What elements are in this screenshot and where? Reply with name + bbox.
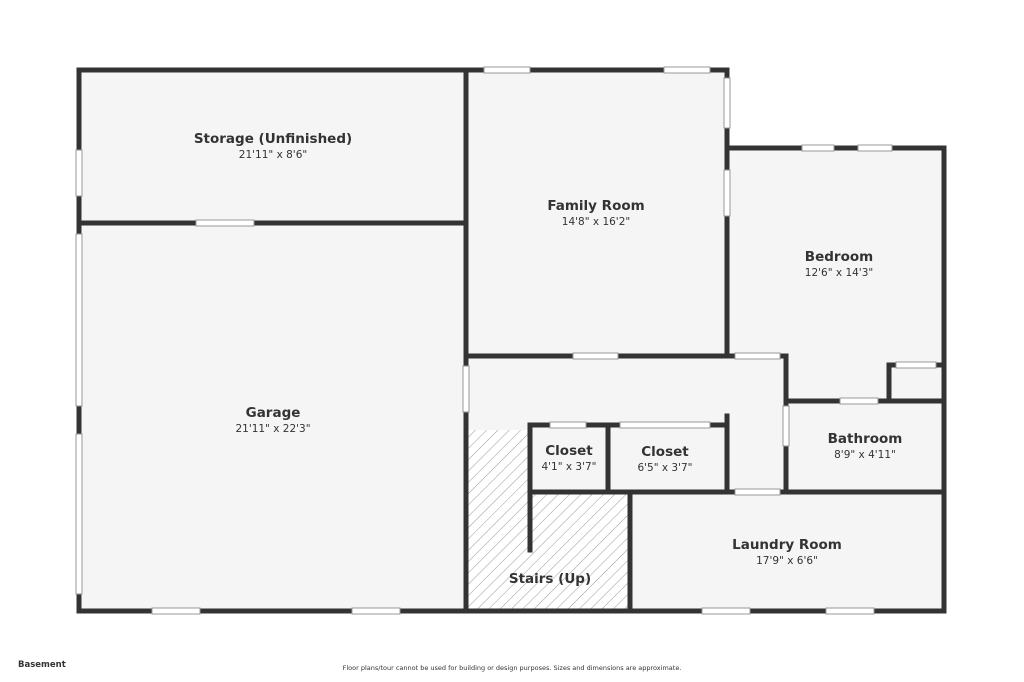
- bedroom-name: Bedroom: [805, 249, 873, 265]
- bathroom-floor: [786, 401, 944, 492]
- closet2-name: Closet: [641, 444, 689, 460]
- family-room-dims: 14'8" x 16'2": [562, 216, 630, 228]
- door-family-hall: [572, 352, 619, 360]
- door-closet1: [549, 421, 587, 429]
- bathroom-name: Bathroom: [828, 431, 903, 447]
- window-family-right-1: [723, 77, 731, 129]
- closet2-dims: 6'5" x 3'7": [637, 462, 692, 474]
- door-closet2: [619, 421, 711, 429]
- storage-name: Storage (Unfinished): [194, 131, 352, 147]
- window-left-3: [75, 433, 83, 595]
- laundry-name: Laundry Room: [732, 537, 842, 553]
- closet1-name: Closet: [545, 443, 593, 459]
- garage-floor: [80, 223, 466, 611]
- window-bottom-1: [151, 607, 201, 615]
- window-bottom-4: [825, 607, 875, 615]
- window-top-2: [663, 66, 711, 74]
- closet1-dims: 4'1" x 3'7": [541, 461, 596, 473]
- bathroom-dims: 8'9" x 4'11": [834, 449, 896, 461]
- garage-dims: 21'11" x 22'3": [235, 423, 310, 435]
- window-bedroom-2: [857, 144, 893, 152]
- door-bathroom-hall: [782, 405, 790, 447]
- door-storage-garage: [195, 219, 255, 227]
- door-garage-hall: [462, 365, 470, 413]
- disclaimer-text: Floor plans/tour cannot be used for buil…: [342, 664, 682, 672]
- window-bedroom-1: [801, 144, 835, 152]
- door-bath-closet: [895, 361, 937, 369]
- family-room-name: Family Room: [547, 198, 644, 214]
- floor-level-label: Basement: [18, 660, 66, 670]
- door-bedroom-hall: [734, 352, 781, 360]
- openings: [75, 66, 937, 615]
- door-laundry-hall: [734, 488, 781, 496]
- window-top-1: [483, 66, 531, 74]
- door-bathroom-bedroom: [839, 397, 879, 405]
- garage-name: Garage: [246, 405, 301, 421]
- laundry-floor: [630, 492, 944, 611]
- family-room-floor: [466, 70, 726, 356]
- window-bottom-2: [351, 607, 401, 615]
- window-bottom-3: [701, 607, 751, 615]
- room-labels: Storage (Unfinished) 21'11" x 8'6" Famil…: [194, 131, 903, 587]
- bedroom-dims: 12'6" x 14'3": [805, 267, 873, 279]
- window-left-2: [75, 233, 83, 407]
- window-left-1: [75, 149, 83, 197]
- storage-floor: [80, 70, 466, 223]
- storage-dims: 21'11" x 8'6": [239, 149, 307, 161]
- stairs-area: [466, 430, 630, 611]
- stairs-name: Stairs (Up): [509, 571, 591, 587]
- laundry-dims: 17'9" x 6'6": [756, 555, 818, 567]
- stairs-hatch: [466, 430, 630, 611]
- window-family-right-2: [723, 169, 731, 217]
